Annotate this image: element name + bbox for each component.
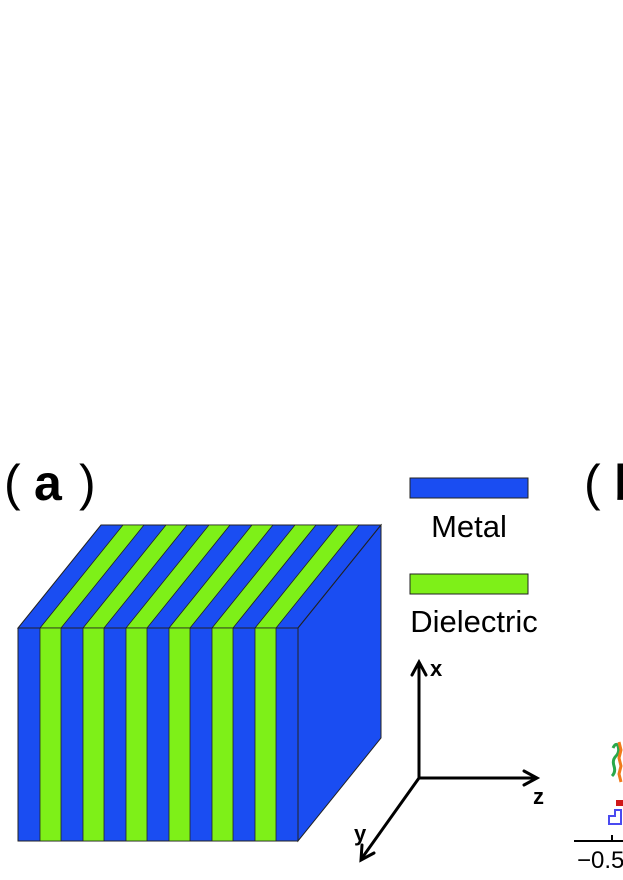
front-stripe xyxy=(82,627,105,842)
front-stripe xyxy=(211,627,234,842)
top-face-dielectric-stripes xyxy=(39,524,360,629)
legend-metal-swatch xyxy=(409,477,529,499)
legend-dielectric-label: Dielectric xyxy=(410,604,537,639)
front-stripe xyxy=(254,627,277,842)
block-top-face xyxy=(16,524,383,629)
y-axis-arrowhead xyxy=(359,843,376,863)
panel-b-data-fragment: −0.5 xyxy=(574,741,623,874)
y-axis-arrow xyxy=(360,776,421,860)
x-axis-label: x xyxy=(430,656,443,681)
legend-metal-label: Metal xyxy=(431,509,507,544)
front-face-dielectric-stripes xyxy=(39,627,277,842)
front-stripe xyxy=(39,627,62,842)
panel-b-orange-markers xyxy=(617,741,623,783)
front-stripe xyxy=(168,627,191,842)
x-axis-arrowhead xyxy=(410,658,428,677)
coordinate-axes xyxy=(359,658,541,863)
z-axis-arrowhead xyxy=(522,769,541,787)
legend-dielectric-swatch xyxy=(409,573,529,595)
panel-a-open-paren: ( xyxy=(4,455,21,511)
z-axis-label: z xyxy=(533,784,544,809)
panel-b-letter: b xyxy=(614,455,623,511)
panel-b-tick-label: −0.5 xyxy=(577,847,623,874)
panel-b-open-paren: ( xyxy=(584,455,601,511)
panel-b-green-markers xyxy=(610,742,621,778)
front-stripe xyxy=(125,627,148,842)
panel-b-red-marker xyxy=(616,800,623,806)
panel-b-blue-markers xyxy=(608,809,622,825)
y-axis-label: y xyxy=(354,821,367,846)
panel-a-letter: a xyxy=(34,455,63,511)
block-front-face xyxy=(17,627,299,842)
panel-a-close-paren: ) xyxy=(79,455,96,511)
